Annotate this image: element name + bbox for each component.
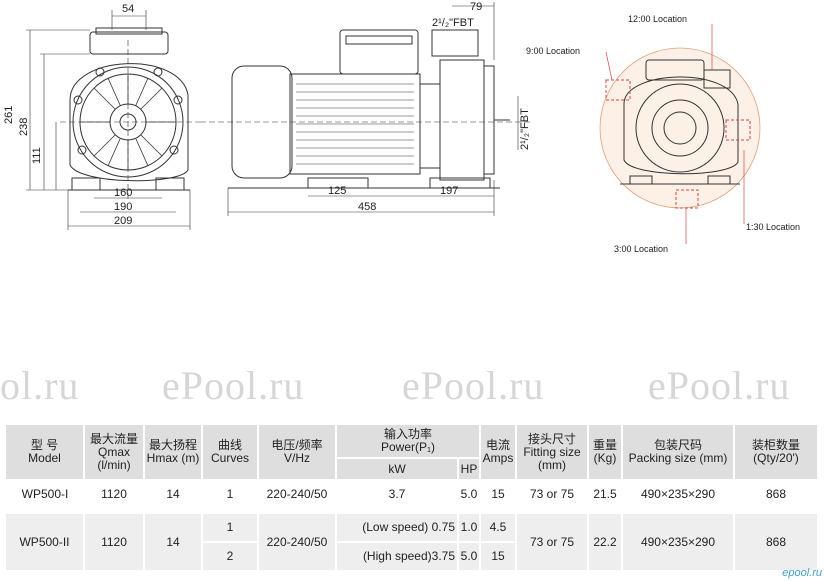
port-location-view bbox=[599, 24, 761, 244]
cell-qty: 868 bbox=[734, 511, 819, 572]
dim-base-inner: 160 bbox=[114, 187, 132, 199]
cell-hp: 5.0 bbox=[458, 480, 480, 514]
watermark-row: ol.ru ePool.ru ePool.ru ePool.ru bbox=[0, 362, 826, 410]
label-3-location: 3:00 Location bbox=[614, 244, 668, 254]
dim-port-offset: 79 bbox=[470, 1, 482, 13]
cell-qty: 868 bbox=[734, 480, 818, 514]
dim-top-width: 54 bbox=[122, 3, 134, 15]
cell-kw: (Low speed) 0.75 bbox=[336, 511, 459, 543]
cell-amps: 4.5 bbox=[480, 511, 517, 543]
cell-packing: 490×235×290 bbox=[622, 480, 734, 514]
cell-hp: 5.0 bbox=[458, 542, 481, 572]
table-row: WP500-I 1120 14 1 220-240/50 3.7 5.0 15 … bbox=[6, 480, 818, 514]
cell-qmax: 1120 bbox=[84, 511, 145, 572]
dim-port-top: 2¹/₂"FBT bbox=[432, 17, 474, 29]
dim-height-total: 261 bbox=[3, 106, 15, 124]
cell-voltage: 220-240/50 bbox=[258, 480, 336, 514]
watermark: ePool.ru bbox=[402, 363, 545, 408]
cell-curve: 2 bbox=[202, 542, 259, 572]
cell-voltage: 220-240/50 bbox=[258, 511, 337, 572]
side-view bbox=[200, 2, 530, 216]
watermark: ol.ru bbox=[0, 363, 80, 408]
header-hp: HP bbox=[458, 458, 481, 481]
header-weight: 重量(Kg) bbox=[588, 425, 623, 481]
dim-total-length: 458 bbox=[358, 201, 376, 213]
cell-weight: 22.2 bbox=[588, 511, 623, 572]
cell-packing: 490×235×290 bbox=[622, 511, 735, 572]
cell-qmax: 1120 bbox=[84, 480, 144, 514]
header-container: 装柜数量(Qty/20') bbox=[734, 425, 819, 481]
cell-amps: 15 bbox=[480, 542, 517, 572]
cell-fitting: 73 or 75 bbox=[516, 511, 589, 572]
watermark: ePool.ru bbox=[162, 363, 305, 408]
cell-model: WP500-I bbox=[6, 480, 84, 514]
dim-height-mid: 238 bbox=[18, 118, 30, 136]
header-kw: kW bbox=[336, 458, 459, 481]
cell-fitting: 73 or 75 bbox=[516, 480, 588, 514]
dim-base-span: 125 bbox=[328, 185, 346, 197]
table-row: 2 (High speed)3.75 5.0 15 bbox=[6, 542, 818, 572]
cell-curve: 1 bbox=[202, 511, 259, 543]
cell-amps: 15 bbox=[480, 480, 516, 514]
label-1-30-location: 1:30 Location bbox=[746, 222, 800, 232]
cell-kw: (High speed)3.75 bbox=[336, 542, 459, 572]
site-logo: epool.ru bbox=[782, 567, 822, 579]
cell-hmax: 14 bbox=[144, 480, 202, 514]
dim-base-outer: 209 bbox=[114, 215, 132, 227]
cell-weight: 21.5 bbox=[588, 480, 622, 514]
dim-height-axis: 111 bbox=[31, 147, 43, 164]
cell-hp: 1.0 bbox=[458, 511, 481, 543]
cell-curve: 1 bbox=[202, 480, 258, 514]
cell-hmax: 14 bbox=[144, 511, 203, 572]
cell-kw: 3.7 bbox=[336, 480, 458, 514]
front-view bbox=[26, 10, 200, 230]
cell-model: WP500-II bbox=[6, 511, 85, 572]
label-9-location: 9:00 Location bbox=[526, 46, 580, 56]
dim-base-mid: 190 bbox=[114, 201, 132, 213]
table-row: WP500-II 1120 14 1 220-240/50 (Low speed… bbox=[6, 511, 819, 572]
label-12-location: 12:00 Location bbox=[628, 14, 687, 24]
watermark: ePool.ru bbox=[648, 363, 791, 408]
pump-technical-drawing: 54 261 238 111 160 190 209 79 2¹/₂"FBT 2… bbox=[3, 1, 800, 254]
dim-port-side: 2¹/₂"FBT bbox=[519, 108, 531, 150]
dim-front-span: 197 bbox=[440, 185, 458, 197]
